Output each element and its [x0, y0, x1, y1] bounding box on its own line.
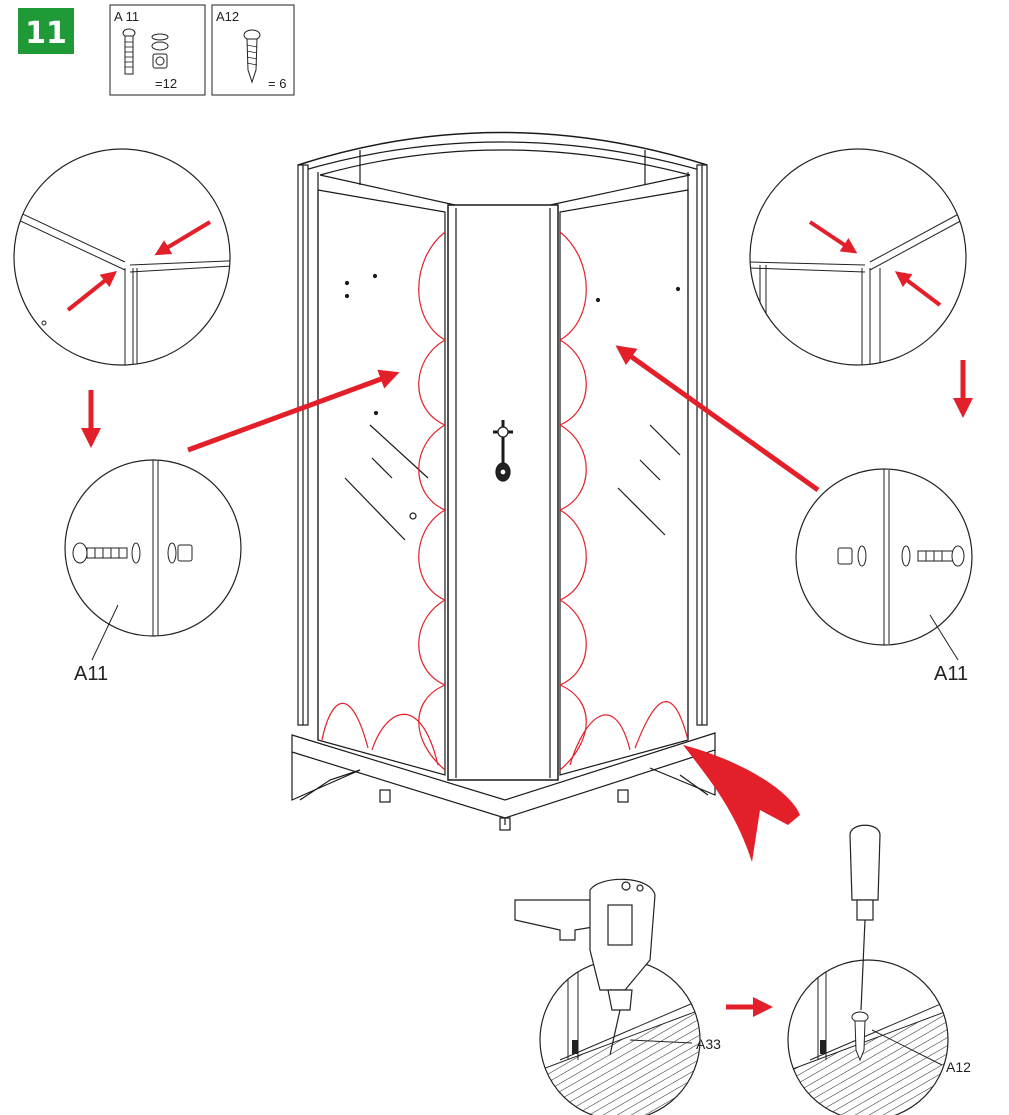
assembly-arrows: [81, 345, 973, 1017]
drill-detail: A33: [514, 878, 721, 1115]
parts-box-a12-code: A12: [216, 9, 239, 24]
right-bolt-label: A11: [934, 663, 968, 685]
left-corner-detail: [13, 148, 231, 366]
seal-curves: [321, 231, 689, 771]
right-bolt-detail: A11: [795, 468, 973, 685]
parts-box-a11-qty: =12: [155, 76, 177, 91]
drill-icon: [514, 878, 656, 1056]
step-badge: 11: [18, 8, 74, 54]
bolt-icon: [122, 28, 136, 75]
tapping-screw-icon: [243, 29, 261, 84]
step-number: 11: [25, 16, 67, 51]
screwdriver-icon: [849, 824, 881, 1011]
left-bolt-detail: A11: [64, 459, 242, 685]
shower-enclosure: [291, 131, 716, 831]
drill-label: A33: [696, 1036, 721, 1052]
parts-box-a11: A 11 =12: [109, 4, 206, 96]
washer-nut-icon: [151, 33, 169, 69]
left-bolt-label: A11: [74, 663, 108, 685]
parts-box-a12: A12 = 6: [211, 4, 295, 96]
door-handle: [493, 420, 513, 482]
screwdriver-detail: A12: [787, 824, 971, 1115]
right-corner-detail: [749, 148, 967, 366]
parts-box-a12-qty: = 6: [268, 76, 286, 91]
parts-box-a11-code: A 11: [114, 9, 139, 24]
rotate-arrow: [683, 745, 800, 862]
screw-label: A12: [946, 1059, 971, 1075]
